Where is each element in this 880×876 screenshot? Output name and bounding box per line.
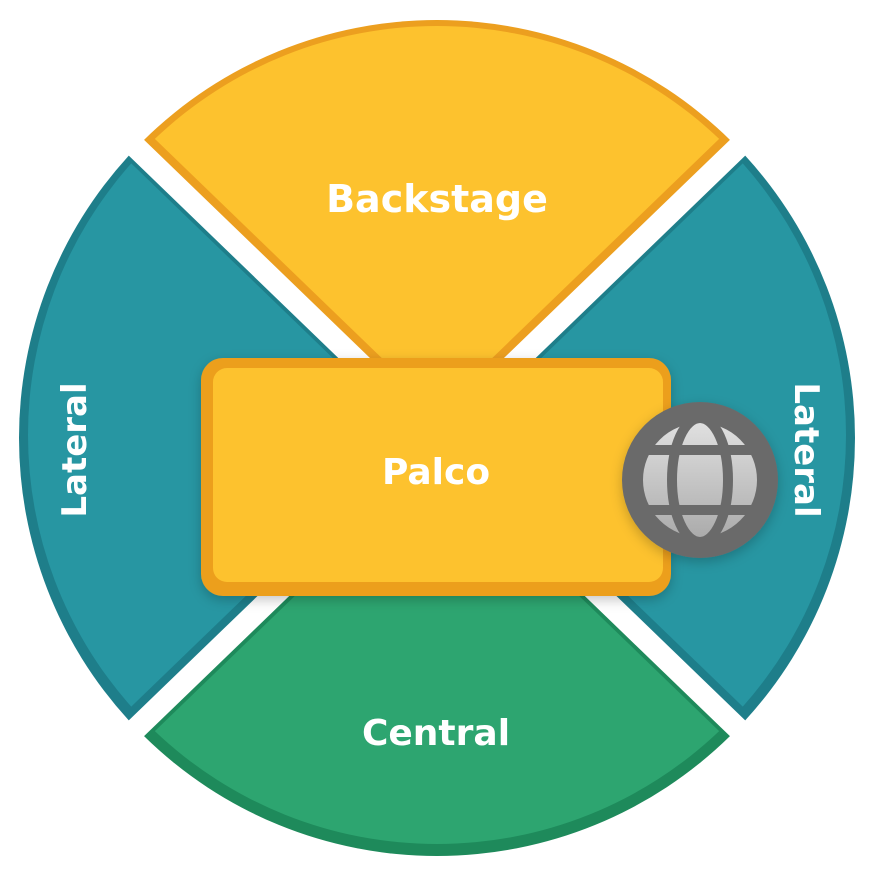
central-sector-face [154,458,720,845]
zone-central[interactable]: Central [144,453,730,856]
lateral-right-label: Lateral [786,382,826,517]
backstage-label: Backstage [326,177,548,221]
lateral-left-label: Lateral [55,382,95,517]
palco-face [213,368,663,582]
central-label: Central [362,713,510,754]
globe-badge[interactable] [622,402,778,558]
globe-icon [633,413,767,547]
backstage-sector-face [154,25,720,412]
stage-palco[interactable]: Palco [201,358,671,596]
palco-label: Palco [382,452,490,493]
zone-backstage[interactable]: Backstage [144,20,730,423]
